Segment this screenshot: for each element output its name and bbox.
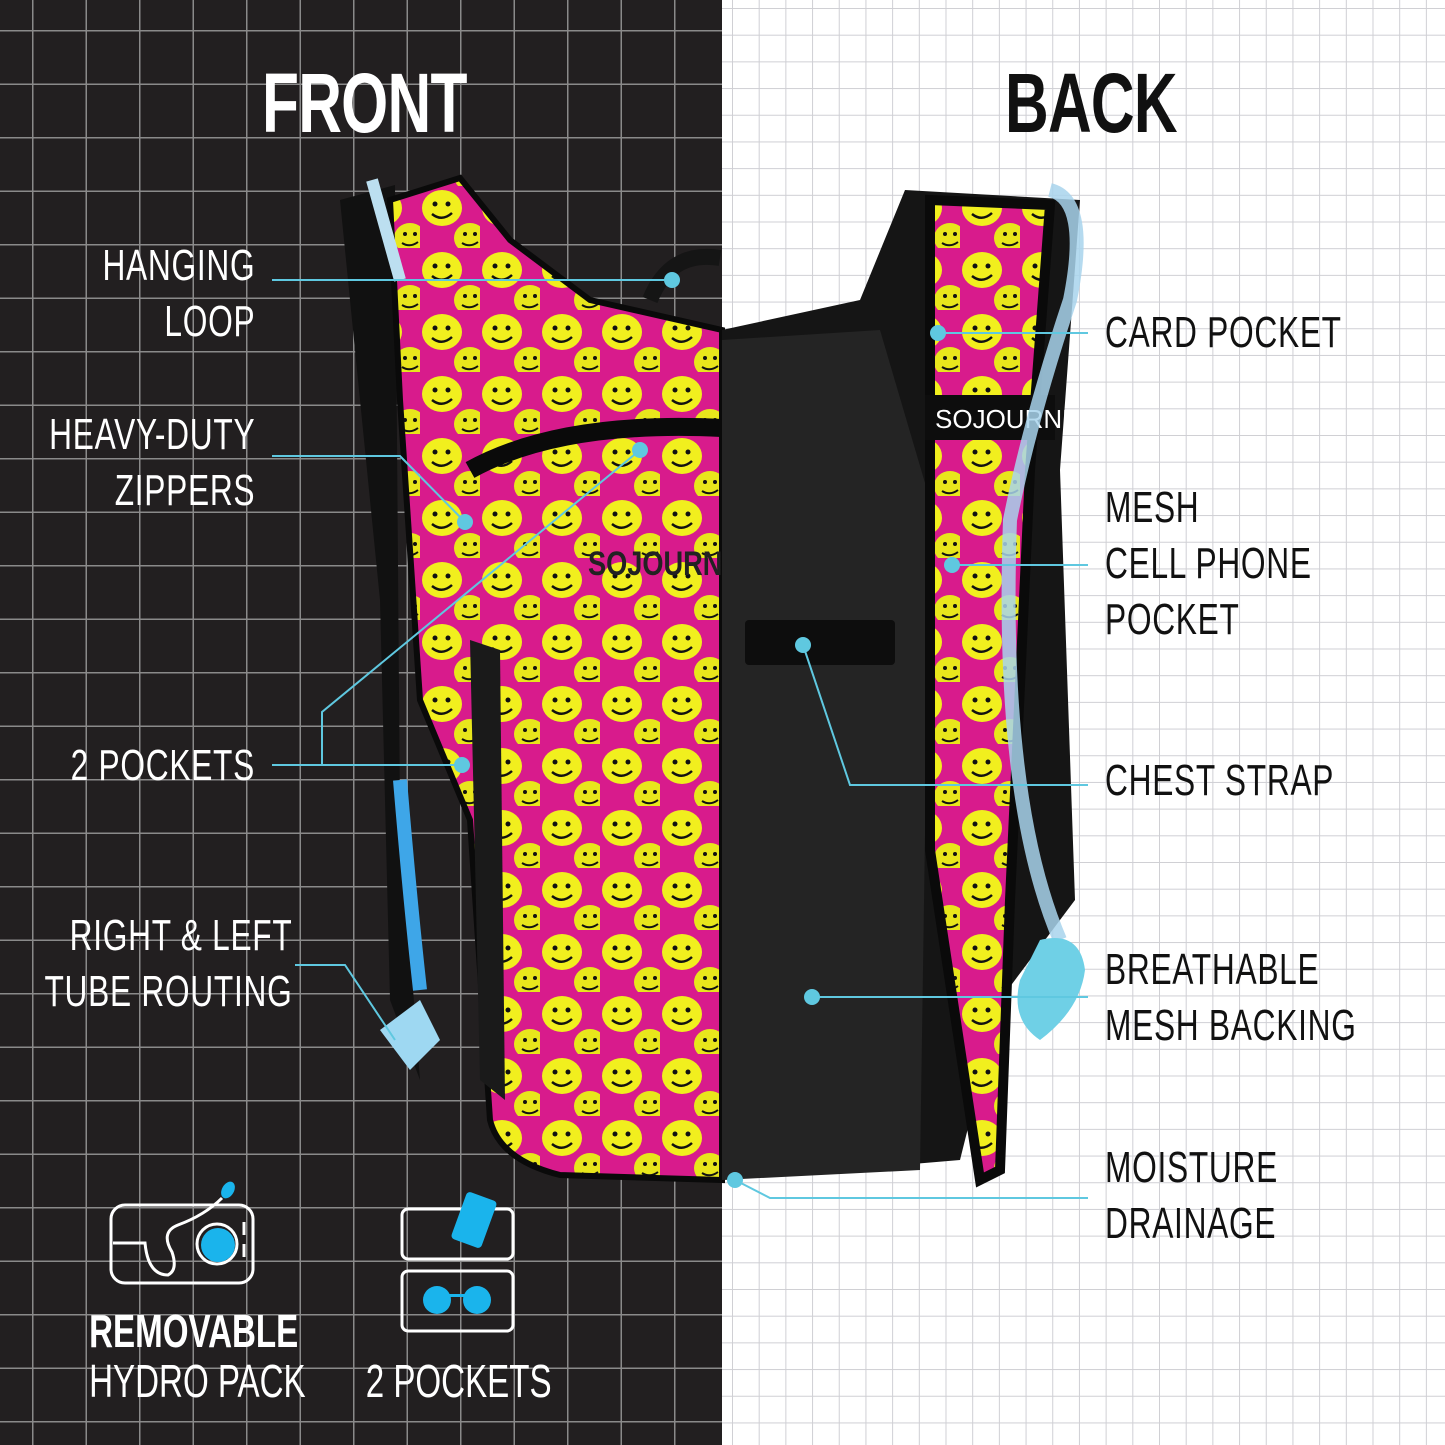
label-line: CELL PHONE <box>1105 539 1312 588</box>
label-line: TUBE ROUTING <box>43 967 292 1016</box>
bite-valve-back <box>1017 938 1085 1040</box>
drinking-tube-front <box>393 779 427 991</box>
label-line: RIGHT & LEFT <box>69 911 292 960</box>
label-line: MOISTURE <box>1105 1143 1278 1192</box>
label-mesh-backing: BREATHABLE MESH BACKING <box>1105 942 1357 1054</box>
label-mesh-phone-pocket: MESH CELL PHONE POCKET <box>1105 480 1312 648</box>
label-line: MESH BACKING <box>1105 1001 1357 1050</box>
feature-text: 2 POCKETS <box>365 1355 552 1407</box>
tube-top-front <box>366 178 406 282</box>
feature-text: HYDRO PACK <box>89 1355 306 1407</box>
feature-bold-text: REMOVABLE <box>89 1305 299 1357</box>
brand-logo-back: SOJOURNER <box>935 404 1098 434</box>
label-2-pockets: 2 POCKETS <box>71 738 255 794</box>
back-title: BACK <box>1005 56 1178 150</box>
pockets-icon <box>400 1207 515 1333</box>
label-moisture-drainage: MOISTURE DRAINAGE <box>1105 1140 1278 1252</box>
drinking-tube-back <box>1001 183 1084 943</box>
back-mesh-panel <box>722 330 930 1180</box>
label-line: HEAVY-DUTY <box>48 410 255 459</box>
label-card-pocket: CARD POCKET <box>1105 305 1342 361</box>
label-line: MESH <box>1105 483 1200 532</box>
label-line: ZIPPERS <box>114 466 255 515</box>
label-hanging-loop: HANGING LOOP <box>102 238 255 350</box>
phone-icon <box>451 1192 497 1248</box>
label-line: CHEST STRAP <box>1105 756 1335 805</box>
label-line: 2 POCKETS <box>70 741 255 790</box>
label-line: CARD POCKET <box>1105 308 1342 357</box>
label-chest-strap: CHEST STRAP <box>1105 753 1334 809</box>
front-side-mesh <box>470 640 505 1100</box>
hydration-bladder-icon <box>109 1196 255 1285</box>
sunglasses-icon <box>423 1286 491 1314</box>
feature-icons <box>109 1181 515 1333</box>
bite-valve-front <box>380 1000 440 1070</box>
label-line: BREATHABLE <box>1105 945 1320 994</box>
label-line: LOOP <box>164 297 255 346</box>
label-line: HANGING <box>102 241 255 290</box>
label-tube-routing: RIGHT & LEFT TUBE ROUTING <box>44 908 292 1020</box>
label-line: DRAINAGE <box>1105 1199 1277 1248</box>
feature-removable-hydro-pack: REMOVABLE HYDRO PACK <box>89 1305 306 1407</box>
brand-logo-front: SOJOURN <box>588 544 722 583</box>
chest-strap-buckle <box>745 620 895 665</box>
label-zippers: HEAVY-DUTY ZIPPERS <box>49 407 255 519</box>
hanging-loop <box>642 248 722 304</box>
feature-2-pockets: 2 POCKETS <box>365 1355 552 1407</box>
front-pocket-zipper <box>465 417 723 478</box>
front-title: FRONT <box>262 56 467 150</box>
label-line: POCKET <box>1105 595 1240 644</box>
